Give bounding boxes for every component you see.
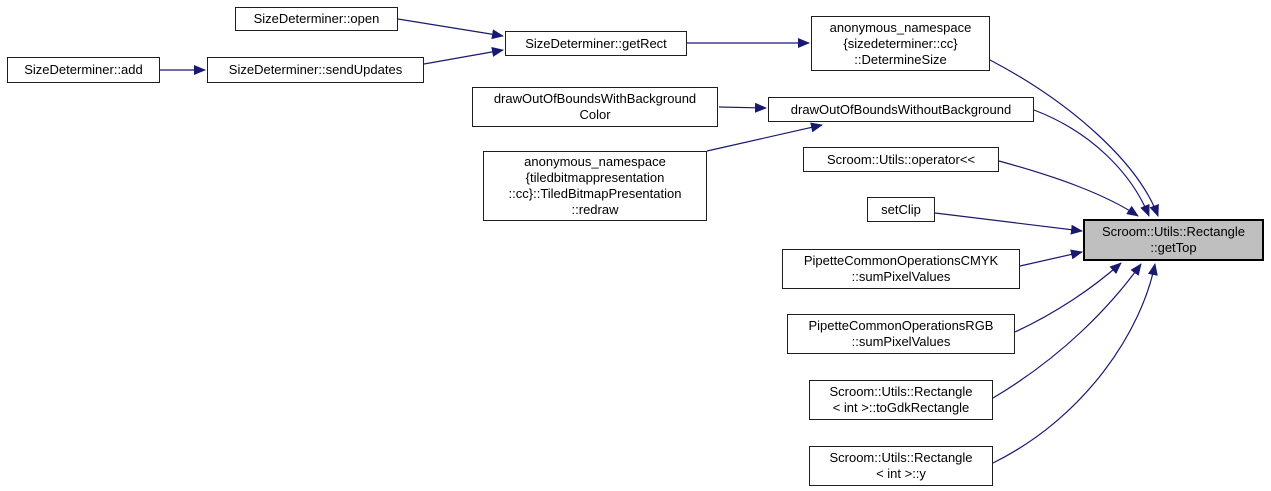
graph-node-operatorLL[interactable]: Scroom::Utils::operator<< <box>803 147 999 172</box>
edge-withBg-to-withoutBg <box>718 102 767 113</box>
edge-cmyk-to-getTop <box>1019 249 1083 267</box>
graph-node-sendUpdates[interactable]: SizeDeterminer::sendUpdates <box>207 57 424 83</box>
edge-withoutBg-to-getTop <box>1033 109 1150 217</box>
graph-node-redraw[interactable]: anonymous_namespace {tiledbitmappresenta… <box>483 151 707 221</box>
edge-open-to-getRect <box>397 18 504 40</box>
graph-node-rgb[interactable]: PipetteCommonOperationsRGB ::sumPixelVal… <box>787 314 1015 354</box>
graph-node-setClip[interactable]: setClip <box>867 197 935 222</box>
graph-node-determineSize[interactable]: anonymous_namespace {sizedeterminer::cc}… <box>811 16 990 71</box>
graph-node-withoutBg[interactable]: drawOutOfBoundsWithoutBackground <box>768 97 1034 122</box>
edge-rgb-to-getTop <box>1014 262 1122 333</box>
graph-node-rectY[interactable]: Scroom::Utils::Rectangle < int >::y <box>809 446 993 486</box>
graph-node-open[interactable]: SizeDeterminer::open <box>235 7 398 31</box>
edge-toGdk-to-getTop <box>992 263 1142 399</box>
edge-redraw-to-withoutBg <box>706 122 823 152</box>
edge-operatorLL-to-getTop <box>998 160 1139 217</box>
graph-node-toGdk[interactable]: Scroom::Utils::Rectangle < int >::toGdkR… <box>809 380 993 420</box>
edge-determineSize-to-getTop <box>989 59 1159 217</box>
edge-setClip-to-getTop <box>934 212 1083 235</box>
edge-sendUpdates-to-getRect <box>423 46 504 65</box>
graph-node-withBg[interactable]: drawOutOfBoundsWithBackground Color <box>472 87 718 127</box>
edge-rectY-to-getTop <box>992 263 1158 464</box>
graph-node-getRect[interactable]: SizeDeterminer::getRect <box>505 31 687 56</box>
graph-node-getTop: Scroom::Utils::Rectangle ::getTop <box>1083 219 1264 261</box>
graph-node-cmyk[interactable]: PipetteCommonOperationsCMYK ::sumPixelVa… <box>782 249 1020 289</box>
graph-node-add[interactable]: SizeDeterminer::add <box>7 57 160 83</box>
